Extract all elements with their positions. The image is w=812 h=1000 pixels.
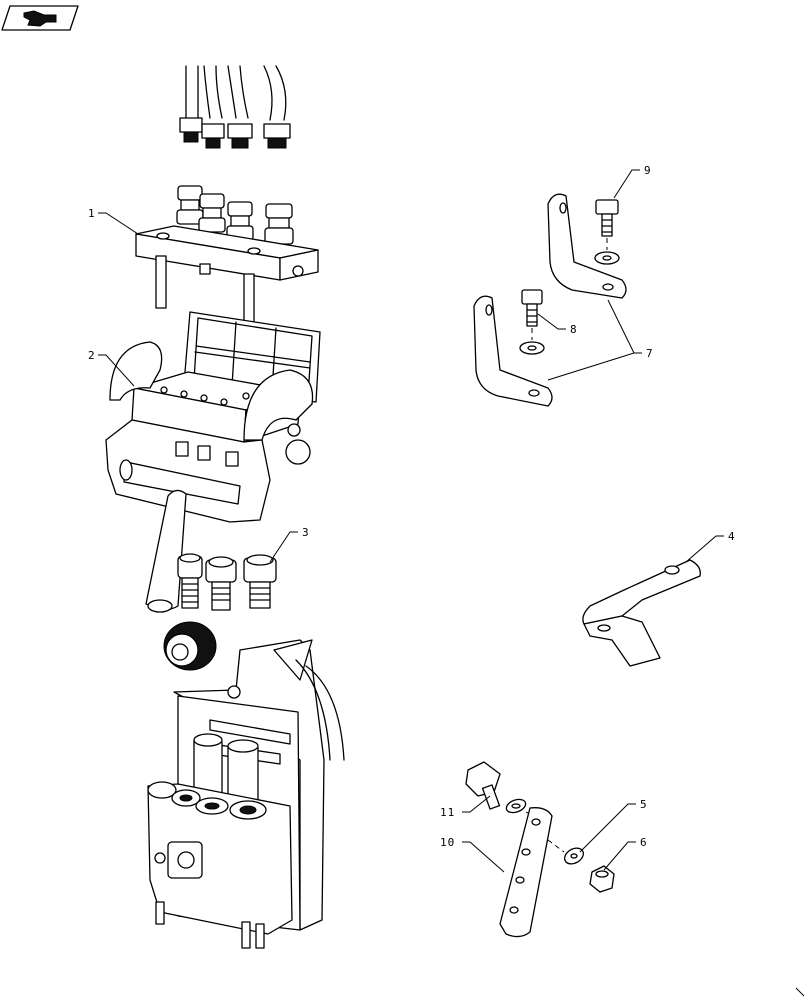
- part-3-fittings[interactable]: [177, 553, 277, 611]
- part-2-mounting-bracket[interactable]: [105, 311, 321, 613]
- hydraulic-pump-assembly: [147, 621, 345, 949]
- part-1-valve-manifold[interactable]: [135, 185, 319, 331]
- svg-text:10: 10: [440, 836, 455, 849]
- svg-text:5: 5: [640, 798, 648, 811]
- part-9-bolt-washer[interactable]: [594, 199, 620, 265]
- callout-9: 9: [613, 164, 652, 199]
- callout-5: 5: [579, 798, 648, 853]
- svg-text:11: 11: [440, 806, 455, 819]
- callout-2: 2: [88, 349, 135, 387]
- callout-4: 4: [685, 530, 736, 563]
- svg-text:3: 3: [302, 526, 310, 539]
- svg-text:8: 8: [570, 323, 578, 336]
- callout-8: 8: [537, 313, 578, 336]
- callout-1: 1: [88, 207, 139, 235]
- hydraulic-hoses: [179, 65, 291, 149]
- callout-3: 3: [269, 526, 310, 563]
- svg-text:9: 9: [644, 164, 652, 177]
- part-8-bolt-washer[interactable]: [519, 289, 545, 355]
- part-7-l-brackets[interactable]: [473, 193, 627, 407]
- svg-text:2: 2: [88, 349, 96, 362]
- part-6-nut[interactable]: [589, 865, 615, 893]
- callout-10: 10: [440, 836, 505, 873]
- svg-text:1: 1: [88, 207, 96, 220]
- part-4-strap-bracket[interactable]: [582, 559, 701, 667]
- callout-6: 6: [603, 836, 648, 871]
- corner-mark: [795, 987, 805, 997]
- callout-11: 11: [440, 795, 491, 819]
- svg-text:7: 7: [646, 347, 654, 360]
- back-arrow-icon[interactable]: [1, 5, 79, 31]
- part-10-flat-bar[interactable]: [499, 807, 553, 938]
- callout-7: 7: [547, 299, 654, 381]
- svg-text:6: 6: [640, 836, 648, 849]
- svg-text:4: 4: [728, 530, 736, 543]
- part-5-washer[interactable]: [547, 839, 586, 867]
